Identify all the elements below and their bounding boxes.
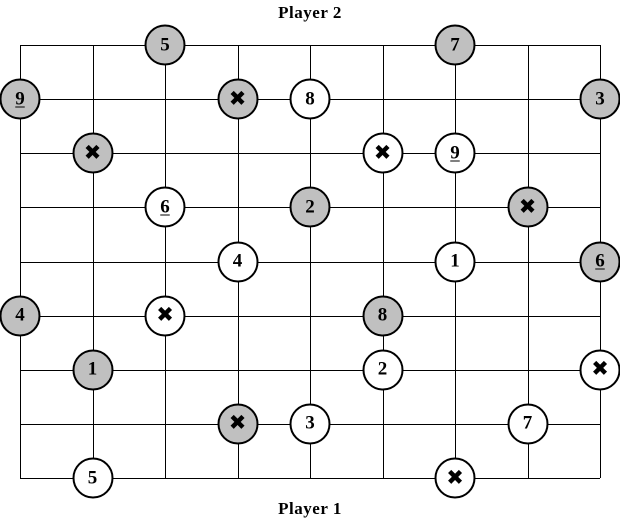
piece-number: 1 bbox=[450, 250, 460, 272]
board-piece[interactable]: 6 bbox=[579, 241, 620, 282]
piece-number: 2 bbox=[305, 196, 315, 218]
piece-number: 5 bbox=[160, 34, 170, 55]
board-piece[interactable]: 2 bbox=[289, 186, 331, 228]
board-piece[interactable]: ✖ bbox=[217, 403, 258, 445]
grid-line-horizontal bbox=[20, 261, 600, 263]
x-mark: ✖ bbox=[446, 465, 464, 489]
board-piece[interactable]: 5 bbox=[144, 24, 186, 66]
board-piece[interactable]: ✖ bbox=[217, 78, 258, 120]
board-piece[interactable]: 3 bbox=[579, 78, 620, 120]
grid-line-horizontal bbox=[20, 315, 600, 317]
x-mark: ✖ bbox=[228, 410, 247, 435]
board-piece[interactable]: 7 bbox=[434, 24, 476, 66]
game-board: 5 7 9 ✖ 8 3 ✖ ✖ 9 6 2 ✖ 4 1 6 4 ✖ 8 1 2 ✖ ✖ 3 7 5 ✖ bbox=[0, 24, 620, 499]
board-piece[interactable]: ✖ bbox=[72, 132, 113, 174]
piece-number: 3 bbox=[595, 88, 605, 110]
piece-number: 4 bbox=[15, 304, 25, 326]
piece-number: 9 bbox=[15, 88, 25, 110]
piece-number: 4 bbox=[232, 250, 243, 272]
grid-line-horizontal bbox=[20, 478, 600, 479]
x-mark: ✖ bbox=[591, 356, 609, 381]
piece-number: 8 bbox=[305, 88, 315, 110]
board-piece[interactable]: 1 bbox=[72, 349, 113, 391]
player2-label: Player 2 bbox=[278, 3, 342, 22]
grid-line-horizontal bbox=[20, 153, 600, 155]
board-piece[interactable]: 4 bbox=[0, 295, 41, 337]
piece-number: 3 bbox=[305, 412, 315, 434]
board-piece[interactable]: 9 bbox=[434, 132, 476, 174]
board-piece[interactable]: ✖ bbox=[579, 349, 620, 391]
piece-number: 5 bbox=[87, 467, 98, 488]
board-piece[interactable]: ✖ bbox=[362, 132, 403, 174]
board-piece[interactable]: ✖ bbox=[144, 295, 186, 337]
board-piece[interactable]: 8 bbox=[289, 78, 331, 120]
piece-number: 6 bbox=[595, 250, 605, 272]
x-mark: ✖ bbox=[156, 302, 174, 327]
board-piece[interactable]: 2 bbox=[362, 349, 403, 391]
board-piece[interactable]: 7 bbox=[507, 403, 548, 445]
piece-number: 1 bbox=[87, 358, 98, 380]
player1-label: Player 1 bbox=[278, 499, 342, 518]
board-piece[interactable]: 5 bbox=[72, 457, 113, 499]
board-piece[interactable]: 8 bbox=[362, 295, 403, 337]
board-piece[interactable]: 1 bbox=[434, 241, 476, 282]
piece-number: 9 bbox=[450, 142, 460, 164]
board-piece[interactable]: 3 bbox=[289, 403, 331, 445]
piece-number: 7 bbox=[522, 412, 533, 434]
x-mark: ✖ bbox=[518, 194, 537, 219]
x-mark: ✖ bbox=[83, 140, 102, 165]
board-piece[interactable]: 9 bbox=[0, 78, 41, 120]
piece-number: 8 bbox=[377, 304, 388, 326]
board-piece[interactable]: ✖ bbox=[434, 457, 476, 499]
board-piece[interactable]: 4 bbox=[217, 241, 258, 282]
piece-number: 6 bbox=[160, 196, 170, 218]
x-mark: ✖ bbox=[228, 86, 247, 111]
board-piece[interactable]: 6 bbox=[144, 186, 186, 228]
piece-number: 2 bbox=[377, 358, 388, 380]
grid-line-horizontal bbox=[20, 369, 600, 371]
x-mark: ✖ bbox=[373, 140, 392, 165]
piece-number: 7 bbox=[450, 34, 460, 55]
grid-line-horizontal bbox=[20, 45, 600, 46]
board-piece[interactable]: ✖ bbox=[507, 186, 548, 228]
